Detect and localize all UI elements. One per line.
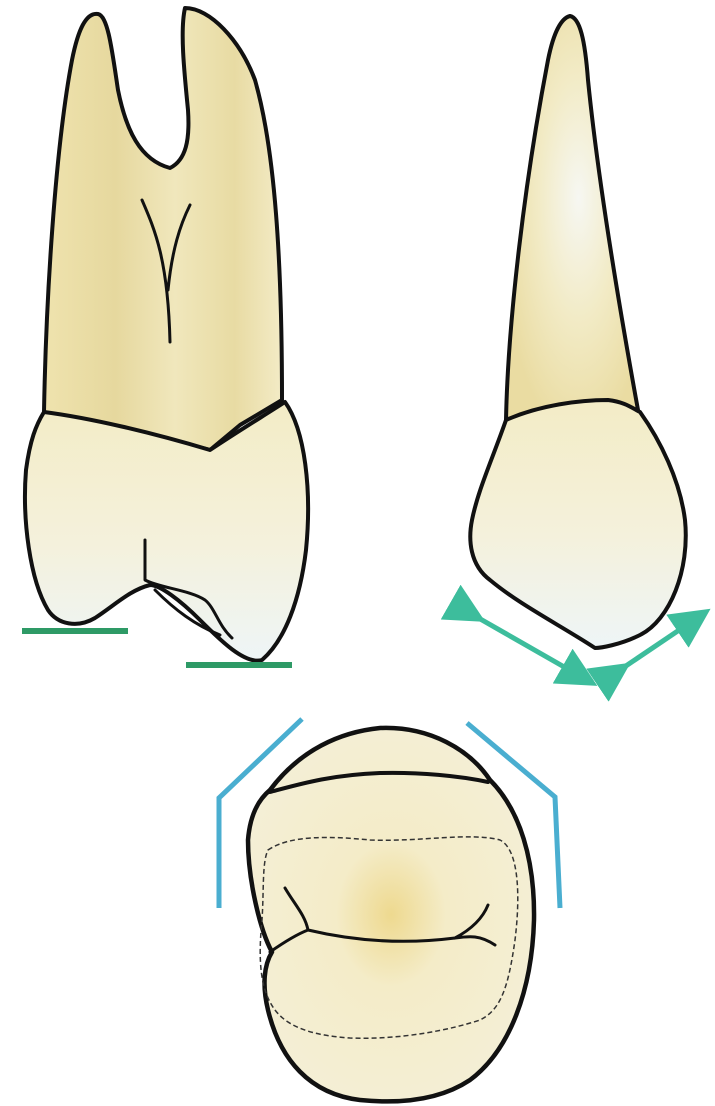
occlusal-outline (248, 728, 534, 1102)
buccal-view-tooth (22, 8, 308, 665)
proximal-crown (470, 400, 685, 648)
proximal-view-tooth (468, 16, 694, 676)
buccal-crown (25, 402, 308, 661)
proximal-root (506, 16, 638, 420)
buccal-roots (44, 8, 282, 450)
occlusal-view-tooth (219, 719, 560, 1101)
